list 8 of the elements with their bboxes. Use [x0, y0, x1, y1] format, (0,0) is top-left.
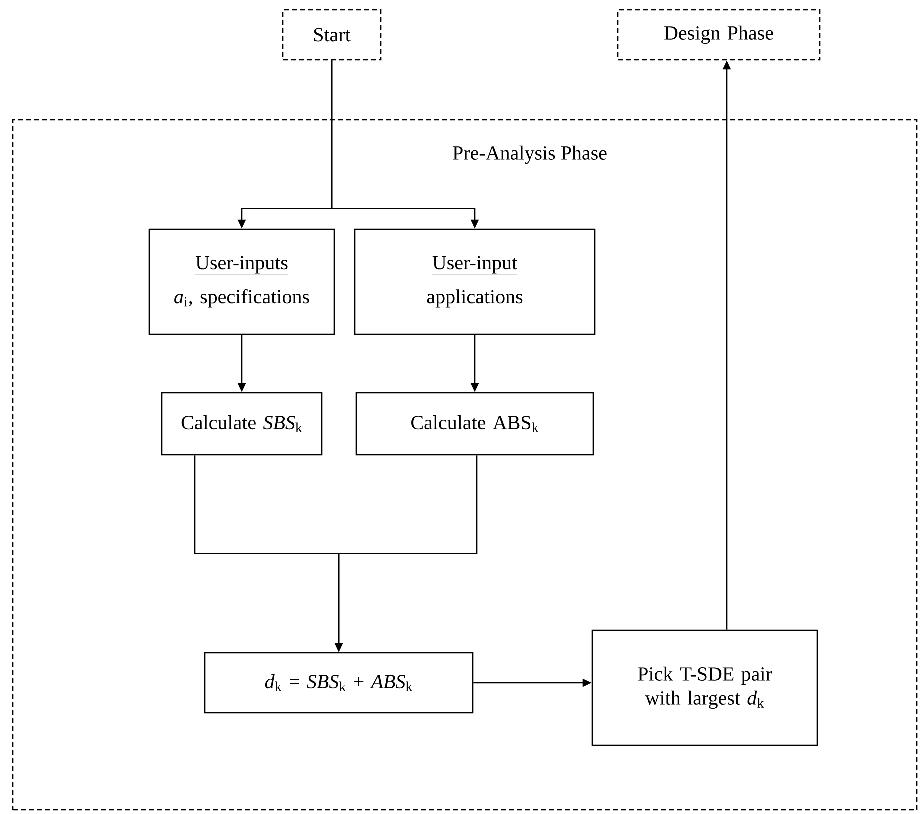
process-box: Calculate ABS$_{k}$ [356, 392, 594, 456]
start-box: Start [282, 9, 382, 61]
input-box: User-inputs a$_{i}$, specifications [148, 228, 336, 336]
process-box: d$_{k}$ = SBS$_{k}$ + ABS$_{k}$ [204, 652, 474, 714]
process-box: Pick T-SDE pair with largest d$_{k}$ [592, 630, 818, 746]
process-box: Calculate SBS$_{k}$ [161, 392, 323, 456]
phase-box: Design Phase [617, 9, 821, 61]
input-box: User-input applications [354, 228, 596, 336]
